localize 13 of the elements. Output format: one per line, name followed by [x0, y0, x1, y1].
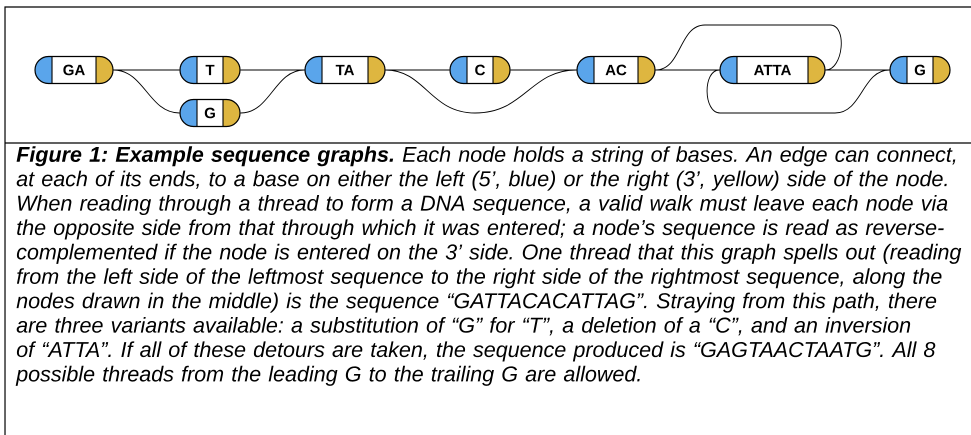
caption-text: Figure 1: Example sequence graphs. Each node holds a string of bases. An edge can connect, at each of its ends, to a base on either the left (5’, blue) or the right (3’, yellow) side of the node. When reading through a thread to form a DNA sequence, a valid walk must leave each node via the opposite side from that through which it was entered; a node’s sequence is read as reverse-complemented if the node is entered on the 3’ side. One thread that this graph spells out (reading from the left side of the leftmost sequence to the right side of the rightmost sequence, along the nodes drawn in the middle) is the sequence “GATTACACATTAG”. Straying from this path, there are three variants available: a substitution of “G” for “T”, a deletion of a “C”, and an inversion of “ATTA”. If all of these detours are taken, the sequence produced is “GAGTAACTAATG”. All 8 possible threads from the leading G to the trailing G are allowed.: [16, 146, 962, 386]
connector-line: [113, 70, 180, 114]
connector-line: [706, 70, 890, 114]
sequence-node: TA: [304, 56, 386, 84]
connector-line: [655, 24, 842, 70]
connector-line: [240, 70, 305, 114]
sequence-node: T: [179, 56, 241, 84]
sequence-node: G: [889, 56, 951, 84]
sequence-node: G: [179, 98, 241, 128]
sequence-node: C: [449, 56, 511, 84]
sequence-node: GA: [34, 56, 114, 84]
sequence-node: ATTA: [719, 56, 826, 84]
sequence-node: AC: [576, 56, 656, 84]
